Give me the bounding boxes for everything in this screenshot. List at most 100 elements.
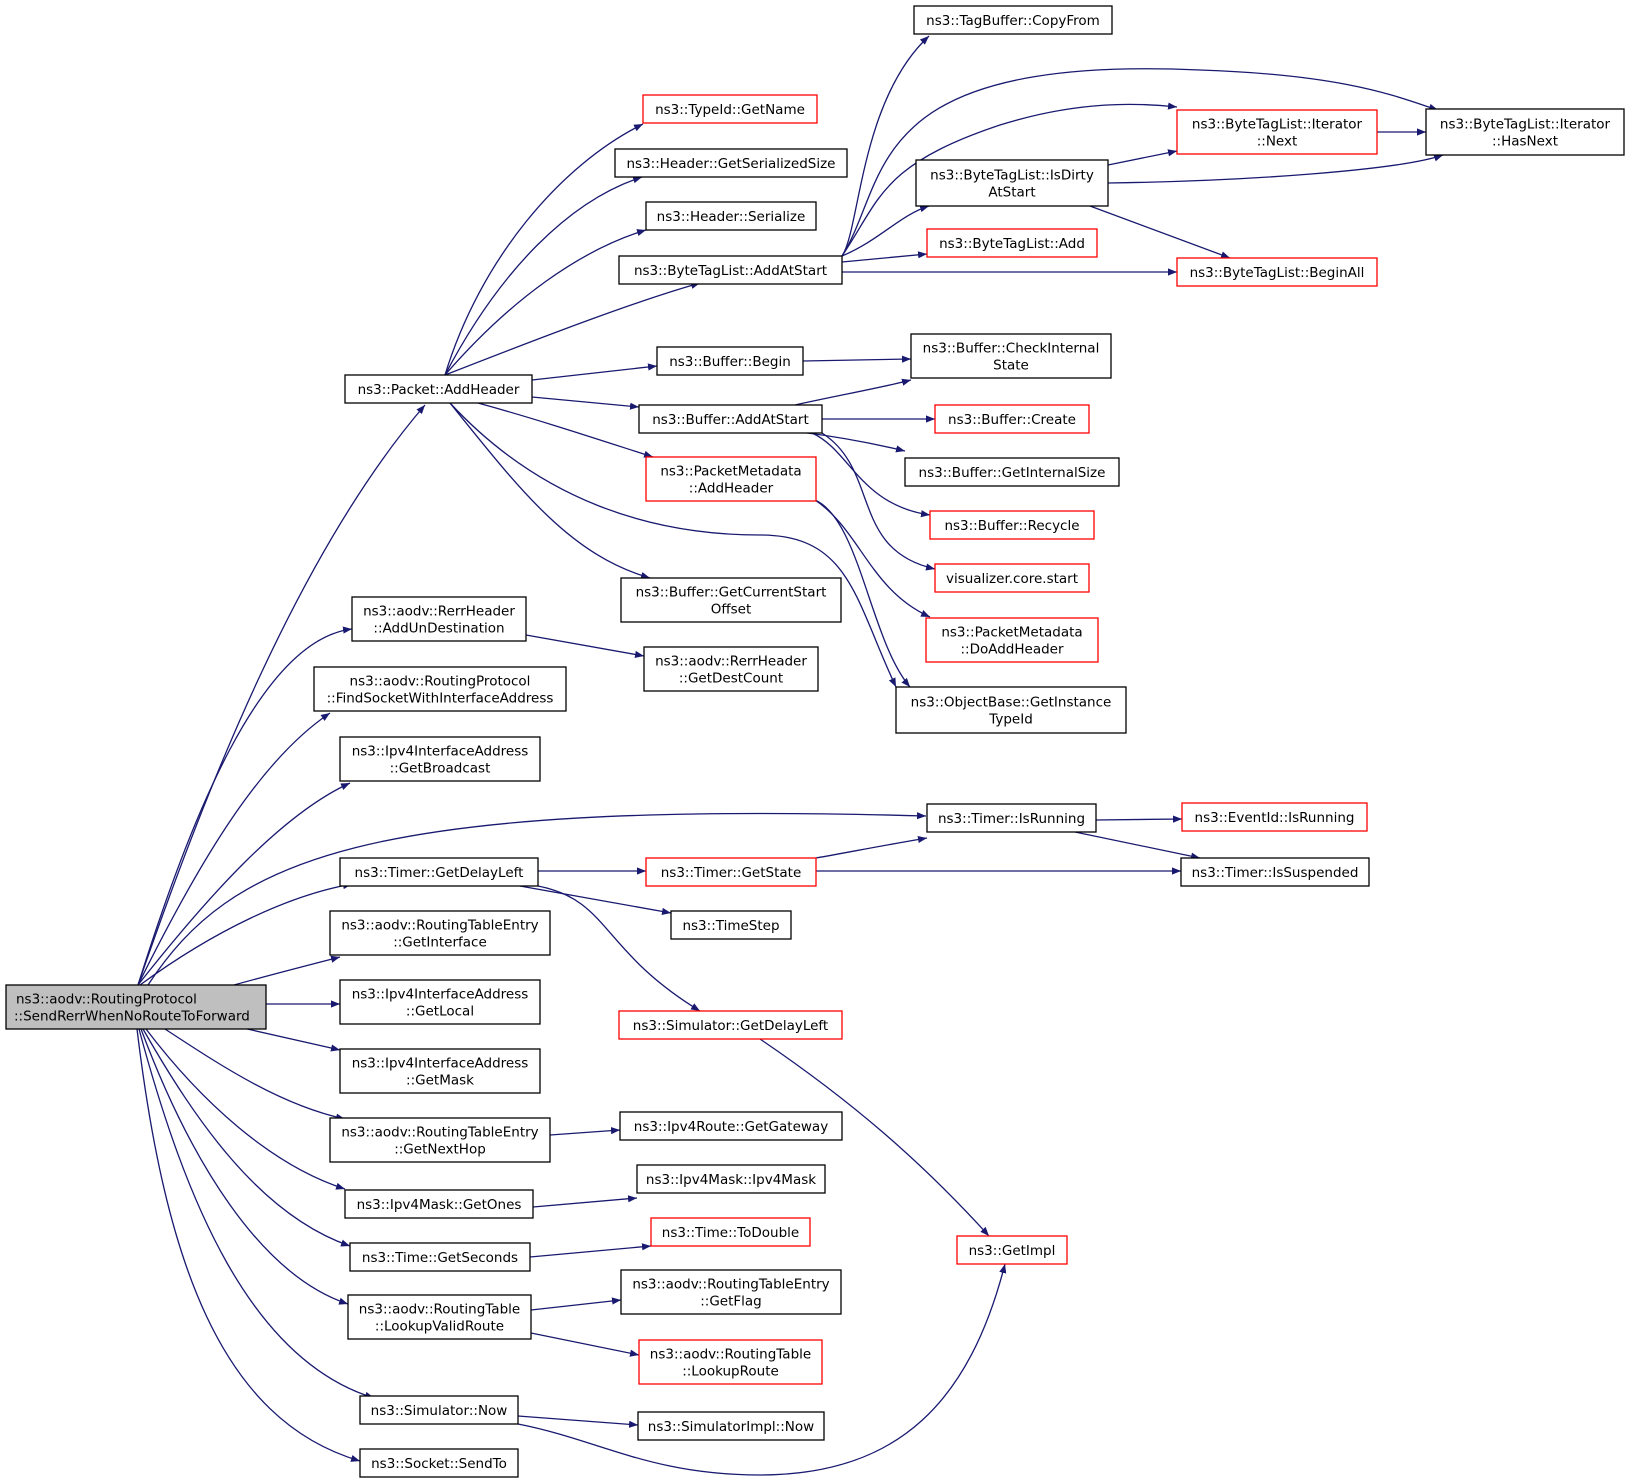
node-label: ::LookupValidRoute: [375, 1319, 504, 1335]
node-label: ::DoAddHeader: [960, 642, 1063, 658]
call-edge-to-simDelayLeft: [537, 885, 701, 1012]
node-btlAdd[interactable]: ns3::ByteTagList::Add: [926, 228, 1098, 258]
node-rteGetInterface[interactable]: ns3::aodv::RoutingTableEntry::GetInterfa…: [329, 910, 551, 956]
node-getImpl[interactable]: ns3::GetImpl: [956, 1235, 1068, 1265]
node-box: [339, 736, 541, 782]
node-simImplNow[interactable]: ns3::SimulatorImpl::Now: [637, 1411, 825, 1441]
node-sendTo[interactable]: ns3::Socket::SendTo: [359, 1448, 519, 1478]
call-edge-to-rerrDestCount: [525, 634, 645, 658]
node-bufAddAtStart[interactable]: ns3::Buffer::AddAtStart: [638, 404, 823, 434]
node-simNow[interactable]: ns3::Simulator::Now: [359, 1395, 519, 1425]
node-label: ns3::PacketMetadata: [660, 464, 801, 480]
node-box: [670, 910, 792, 940]
node-maskGetOnes[interactable]: ns3::Ipv4Mask::GetOnes: [344, 1189, 534, 1219]
node-simDelayLeft[interactable]: ns3::Simulator::GetDelayLeft: [618, 1010, 843, 1040]
node-bufCreate[interactable]: ns3::Buffer::Create: [934, 404, 1090, 434]
node-box: [645, 857, 817, 887]
function-nodes: ns3::aodv::RoutingProtocol::SendRerrWhen…: [5, 5, 1625, 1478]
node-box: [618, 255, 843, 285]
call-edge-to-routeGetGateway: [549, 1127, 621, 1136]
node-getMask[interactable]: ns3::Ipv4InterfaceAddress::GetMask: [339, 1048, 541, 1094]
node-label: TypeId: [988, 712, 1033, 728]
node-label: ::GetMask: [406, 1073, 474, 1089]
node-timeToDouble[interactable]: ns3::Time::ToDouble: [650, 1217, 811, 1247]
node-label: ns3::aodv::RoutingTableEntry: [632, 1277, 829, 1293]
node-timerIsSusp[interactable]: ns3::Timer::IsSuspended: [1180, 857, 1370, 887]
node-lookupValid[interactable]: ns3::aodv::RoutingTable::LookupValidRout…: [347, 1294, 532, 1340]
node-timerDelayLeft[interactable]: ns3::Timer::GetDelayLeft: [339, 857, 539, 887]
node-label: ns3::Buffer::Recycle: [944, 518, 1079, 534]
node-timerIsRunning[interactable]: ns3::Timer::IsRunning: [926, 803, 1097, 833]
node-box: [313, 666, 567, 712]
node-routeGetGateway[interactable]: ns3::Ipv4Route::GetGateway: [619, 1111, 843, 1141]
node-label: ::GetBroadcast: [390, 761, 491, 777]
node-box: [650, 1217, 811, 1247]
call-edge-to-objGetTid: [814, 499, 911, 688]
node-box: [619, 1111, 843, 1141]
node-rerrDestCount[interactable]: ns3::aodv::RerrHeader::GetDestCount: [643, 646, 819, 692]
node-timeGetSeconds[interactable]: ns3::Time::GetSeconds: [349, 1242, 531, 1272]
node-getLocal[interactable]: ns3::Ipv4InterfaceAddress::GetLocal: [339, 979, 541, 1025]
node-btlIterHasNext[interactable]: ns3::ByteTagList::Iterator::HasNext: [1425, 108, 1625, 156]
node-label: visualizer.core.start: [946, 571, 1078, 587]
call-edge-to-objGetTid: [449, 402, 897, 688]
node-typeIdGetName[interactable]: ns3::TypeId::GetName: [642, 94, 818, 124]
node-label: ns3::Ipv4Mask::GetOnes: [357, 1197, 522, 1213]
node-hdrSerSize[interactable]: ns3::Header::GetSerializedSize: [614, 148, 848, 178]
node-label: ns3::TypeId::GetName: [655, 102, 805, 118]
node-pmAddHeader[interactable]: ns3::PacketMetadata::AddHeader: [645, 456, 817, 502]
node-tagCopyFrom[interactable]: ns3::TagBuffer::CopyFrom: [913, 5, 1113, 35]
call-edge-to-timerIsSusp: [1074, 831, 1201, 860]
node-root: ns3::aodv::RoutingProtocol::SendRerrWhen…: [5, 984, 267, 1030]
node-timeStep[interactable]: ns3::TimeStep: [670, 910, 792, 940]
node-addUnDest[interactable]: ns3::aodv::RerrHeader::AddUnDestination: [351, 596, 527, 642]
node-btlIterNext[interactable]: ns3::ByteTagList::Iterator::Next: [1176, 109, 1378, 155]
node-hdrSerialize[interactable]: ns3::Header::Serialize: [645, 201, 817, 231]
node-box: [642, 94, 818, 124]
node-pmDoAdd[interactable]: ns3::PacketMetadata::DoAddHeader: [925, 617, 1099, 663]
node-btlBeginAll[interactable]: ns3::ByteTagList::BeginAll: [1176, 257, 1378, 287]
node-rteGetNextHop[interactable]: ns3::aodv::RoutingTableEntry::GetNextHop: [329, 1117, 551, 1163]
call-edge-to-btlIterNext: [1107, 149, 1178, 166]
node-label: ::GetNextHop: [394, 1142, 486, 1158]
node-maskCtor[interactable]: ns3::Ipv4Mask::Ipv4Mask: [636, 1164, 826, 1194]
node-label: ns3::aodv::RerrHeader: [363, 604, 515, 620]
call-edge-to-rteGetFlag: [530, 1297, 622, 1311]
node-box: [656, 346, 804, 376]
node-timerGetState[interactable]: ns3::Timer::GetState: [645, 857, 817, 887]
node-findSocket[interactable]: ns3::aodv::RoutingProtocol::FindSocketWi…: [313, 666, 567, 712]
node-label: ns3::aodv::RoutingTable: [650, 1347, 811, 1363]
node-label: ns3::aodv::RoutingTableEntry: [341, 1125, 538, 1141]
node-box: [926, 228, 1098, 258]
node-bufRecycle[interactable]: ns3::Buffer::Recycle: [929, 510, 1095, 540]
call-edge-to-bufCurStart: [449, 402, 651, 579]
node-box: [351, 596, 527, 642]
node-btlAddAtStart[interactable]: ns3::ByteTagList::AddAtStart: [618, 255, 843, 285]
call-edge-to-getBroadcast: [137, 782, 351, 986]
node-rtLookupRoute[interactable]: ns3::aodv::RoutingTable::LookupRoute: [638, 1339, 823, 1385]
node-label: ns3::Time::GetSeconds: [362, 1250, 518, 1266]
call-edge-to-btlIterNext: [841, 102, 1178, 257]
node-vizStart[interactable]: visualizer.core.start: [934, 563, 1090, 593]
node-label: ::SendRerrWhenNoRouteToForward: [14, 1009, 250, 1025]
node-box: [614, 148, 848, 178]
node-box: [645, 456, 817, 502]
node-bufIntSize[interactable]: ns3::Buffer::GetInternalSize: [904, 457, 1120, 487]
node-rteGetFlag[interactable]: ns3::aodv::RoutingTableEntry::GetFlag: [620, 1269, 842, 1315]
call-edge-to-tagCopyFrom: [841, 35, 930, 257]
node-eventIsRunning[interactable]: ns3::EventId::IsRunning: [1181, 802, 1368, 832]
node-box: [359, 1395, 519, 1425]
node-bufBegin[interactable]: ns3::Buffer::Begin: [656, 346, 804, 376]
node-addHeader[interactable]: ns3::Packet::AddHeader: [344, 374, 533, 404]
call-edge-to-hdrSerSize: [444, 176, 643, 376]
call-edge-to-sendTo: [136, 1028, 361, 1462]
call-edge-to-vizStart: [821, 432, 936, 571]
node-label: ns3::ByteTagList::AddAtStart: [634, 263, 827, 279]
node-box: [347, 1294, 532, 1340]
node-getBroadcast[interactable]: ns3::Ipv4InterfaceAddress::GetBroadcast: [339, 736, 541, 782]
node-box: [339, 857, 539, 887]
